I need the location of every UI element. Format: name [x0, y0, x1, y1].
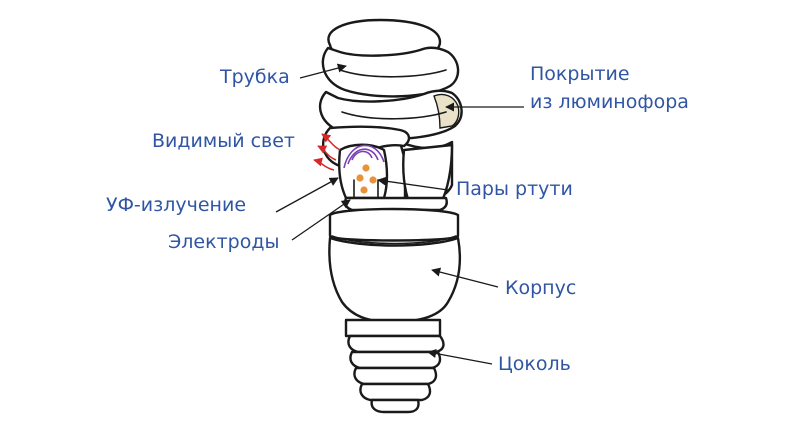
spiral-tube — [318, 18, 463, 207]
label-visible-light: Видимый свет — [152, 130, 295, 152]
visible-light-arrows — [313, 133, 341, 171]
label-tube: Трубка — [219, 66, 290, 88]
mercury-droplets — [356, 164, 377, 194]
housing-body — [328, 207, 462, 324]
screw-base — [344, 318, 445, 414]
label-housing: Корпус — [505, 277, 576, 299]
label-coating-line2: из люминофора — [530, 91, 689, 113]
label-uv-radiation: УФ-излучение — [106, 194, 246, 216]
label-coating-line1: Покрытие — [530, 63, 630, 85]
leader-lines — [275, 63, 524, 365]
label-base: Цоколь — [498, 353, 571, 375]
uv-waves — [343, 144, 385, 169]
label-electrodes: Электроды — [168, 231, 279, 253]
label-mercury-vapor: Пары ртути — [456, 178, 573, 200]
